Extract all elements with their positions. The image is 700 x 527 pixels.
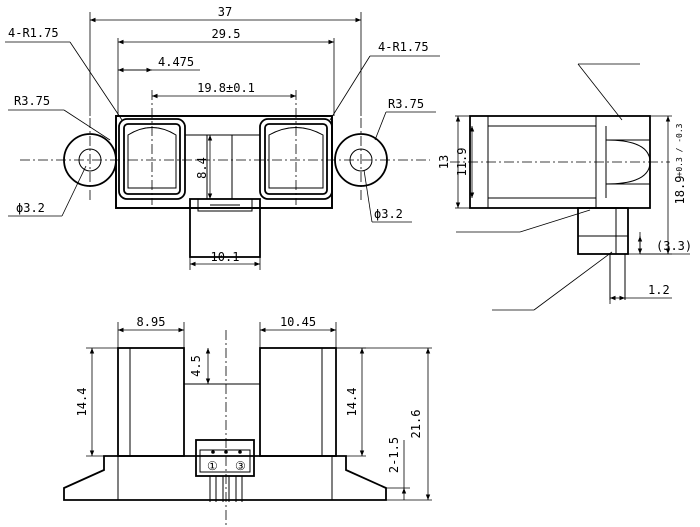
pin-3-label: ③	[235, 459, 246, 473]
dim-hole-left: ϕ3.2	[16, 201, 45, 215]
dim-radius-right: R3.75	[388, 97, 424, 111]
pin-1-label: ①	[207, 459, 218, 473]
dim-8-95: 8.95	[137, 315, 166, 329]
dim-18-9: 18.9	[673, 176, 687, 205]
dim-11-9: 11.9	[455, 148, 469, 177]
dim-18-9-tolerance: +0.3 / -0.3	[675, 123, 684, 176]
dim-29-5: 29.5	[212, 27, 241, 41]
dim-corner-left: 4-R1.75	[8, 26, 59, 40]
top-view: 37 29.5 4.475 19.8±0.1 4-R1.75 4-R1.75 R…	[5, 5, 440, 270]
front-left-block	[117, 347, 185, 457]
dim-21-6: 21.6	[409, 410, 423, 439]
front-connector	[195, 439, 255, 477]
front-right-block	[259, 347, 337, 457]
right-lens	[268, 127, 324, 189]
dim-10-1: 10.1	[211, 250, 240, 264]
dim-4-475: 4.475	[158, 55, 194, 69]
dim-radius-left: R3.75	[14, 94, 50, 108]
dim-8-4: 8.4	[195, 157, 209, 179]
front-base	[63, 455, 387, 501]
dim-2-1-5: 2-1.5	[387, 437, 401, 473]
dim-19-8: 19.8±0.1	[197, 81, 255, 95]
dim-13: 13	[437, 155, 451, 169]
dim-4-5: 4.5	[189, 355, 203, 377]
side-connector	[577, 207, 629, 255]
dim-3-3: (3.3)	[656, 239, 692, 253]
dim-37: 37	[218, 5, 232, 19]
dim-hole-right: ϕ3.2	[374, 207, 403, 221]
dim-corner-right: 4-R1.75	[378, 40, 429, 54]
front-view: ① ③ 8.95 10.45 4.5 14.4 14.4	[63, 315, 432, 527]
dim-14-4-left: 14.4	[75, 388, 89, 417]
dim-14-4-right: 14.4	[345, 388, 359, 417]
left-lens	[127, 127, 177, 189]
dim-10-45: 10.45	[280, 315, 316, 329]
dim-1-2: 1.2	[648, 283, 670, 297]
side-view: 13 11.9 18.9 +0.3 / -0.3 (3.3) 1.2	[437, 63, 692, 311]
